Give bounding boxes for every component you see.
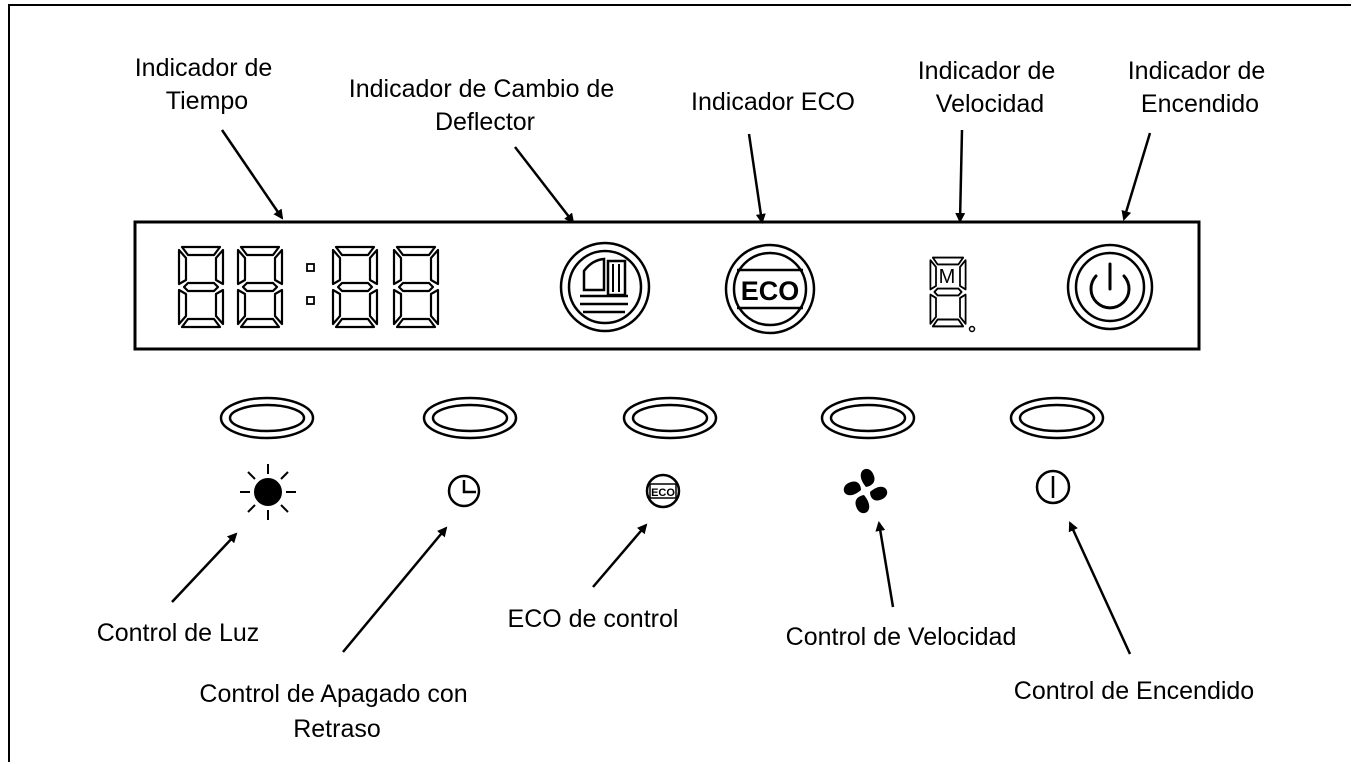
label-control-encendido: Control de Encendido [1014, 677, 1254, 705]
label-indicador-tiempo: Indicador de Tiempo [135, 54, 280, 115]
clock-icon [447, 474, 481, 508]
label-indicador-velocidad: Indicador de Velocidad [918, 57, 1063, 118]
fan-icon [843, 468, 888, 514]
svg-text:M: M [939, 266, 956, 288]
light-icon [240, 464, 296, 520]
svg-text:ECO: ECO [741, 276, 800, 306]
speed-button[interactable] [820, 396, 916, 440]
colon-dot-bottom [306, 296, 315, 305]
arrow-luz [171, 532, 238, 603]
figure-frame [8, 4, 1351, 762]
arrow-eco-control [592, 523, 648, 588]
eco-button[interactable] [622, 396, 718, 440]
arrow-encendido [1121, 132, 1152, 221]
label-indicador-encendido: Indicador de Encendido [1128, 57, 1273, 118]
power-button[interactable] [1009, 396, 1105, 440]
display-panel [133, 220, 1201, 351]
eco-indicator-icon: ECO [724, 243, 816, 335]
time-display [177, 245, 440, 329]
arrow-eco [747, 133, 766, 224]
delay-off-button[interactable] [422, 396, 518, 440]
eco-control-icon: ECO [645, 473, 681, 509]
label-control-apagado: Control de Apagado con Retraso [199, 680, 474, 743]
arrow-apagado [342, 526, 448, 653]
arrow-velocidad [955, 129, 966, 223]
label-control-luz: Control de Luz [97, 619, 260, 647]
power-indicator-icon [1066, 243, 1154, 331]
label-indicador-deflector: Indicador de Cambio de Deflector [349, 75, 621, 136]
colon-dot-top [306, 263, 315, 272]
label-control-velocidad: Control de Velocidad [786, 623, 1017, 651]
speed-indicator-digit: M [929, 256, 976, 333]
power-control-icon [1035, 469, 1071, 505]
light-button[interactable] [219, 396, 315, 440]
arrow-tiempo [220, 129, 284, 220]
svg-text:ECO: ECO [651, 487, 675, 499]
arrow-deflector [514, 146, 575, 224]
label-indicador-eco: Indicador ECO [691, 88, 855, 116]
arrow-encendido-control [1068, 521, 1132, 655]
arrow-velocidad-control [875, 521, 895, 608]
label-eco-control: ECO de control [508, 605, 679, 633]
decimal-dot [968, 325, 976, 333]
deflector-indicator-icon [559, 241, 651, 333]
